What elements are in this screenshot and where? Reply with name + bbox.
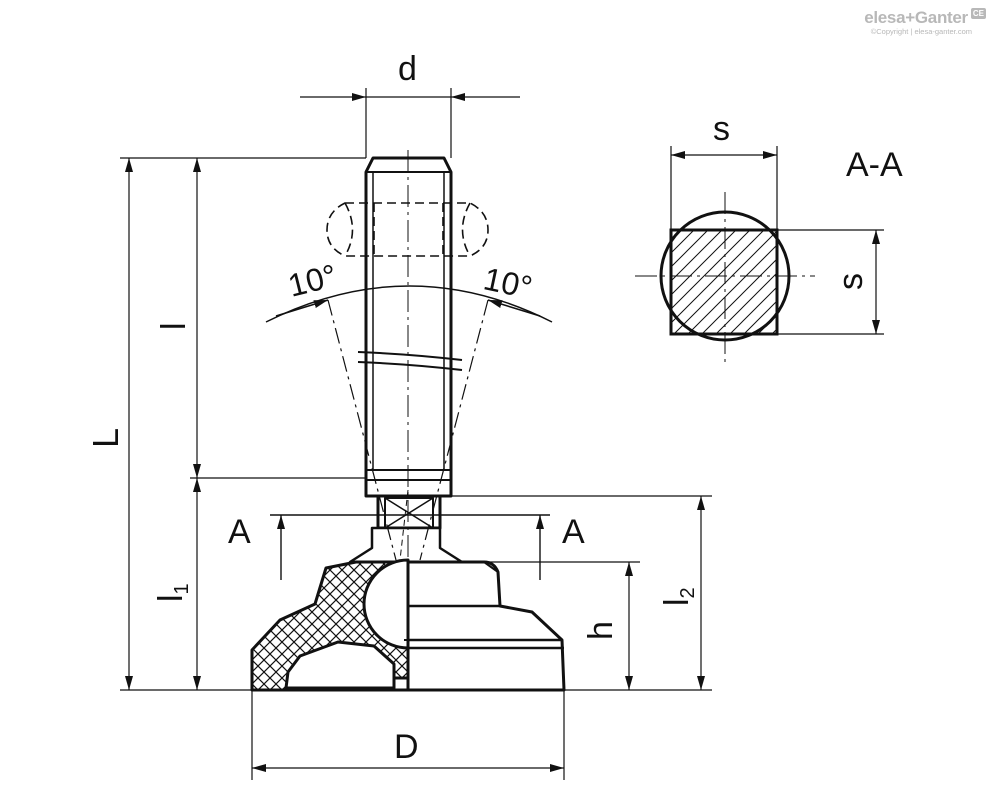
angle-right-label: 10° [481, 260, 536, 305]
section-mark-left: A [228, 513, 251, 551]
tilt-arc [265, 285, 553, 323]
section-title: A-A [846, 146, 903, 184]
leveling-foot-view [250, 156, 566, 692]
square-neck [376, 494, 442, 530]
dim-s-side-label: s [832, 273, 870, 290]
dim-l2-label: l2 [658, 587, 699, 606]
dim-L-label: L [85, 428, 126, 448]
base-section-hatched [250, 558, 410, 692]
dim-h-label: h [582, 621, 620, 640]
ce-mark: CE [970, 8, 986, 19]
base-outline [406, 560, 566, 692]
dimension-lines [120, 88, 712, 780]
section-a-a-view [635, 146, 884, 366]
ball-cup [348, 526, 464, 564]
center-lines [399, 150, 409, 612]
section-mark-right: A [562, 513, 585, 551]
svg-text:l1: l1 [152, 583, 193, 602]
dim-l1-label: l1 [152, 583, 193, 602]
dim-l-label: l [155, 322, 193, 330]
hex-nut-phantom [326, 202, 489, 257]
dim-l1-main: l [152, 594, 190, 602]
dim-l1-sub: 1 [171, 583, 193, 594]
dim-D-label: D [394, 728, 419, 766]
brand-name: elesa+Ganter [864, 8, 968, 27]
dim-d-label: d [398, 50, 417, 88]
brand-copyright: ©Copyright | elesa-ganter.com [870, 27, 972, 36]
dim-l2-main: l [658, 598, 696, 606]
dim-s-top-label: s [713, 110, 730, 148]
tilt-arrow-right [487, 299, 541, 317]
svg-text:l2: l2 [658, 587, 699, 606]
dim-l2-sub: 2 [677, 587, 699, 598]
tilt-range-lines [327, 299, 489, 561]
tilt-arrow-left [275, 299, 329, 317]
